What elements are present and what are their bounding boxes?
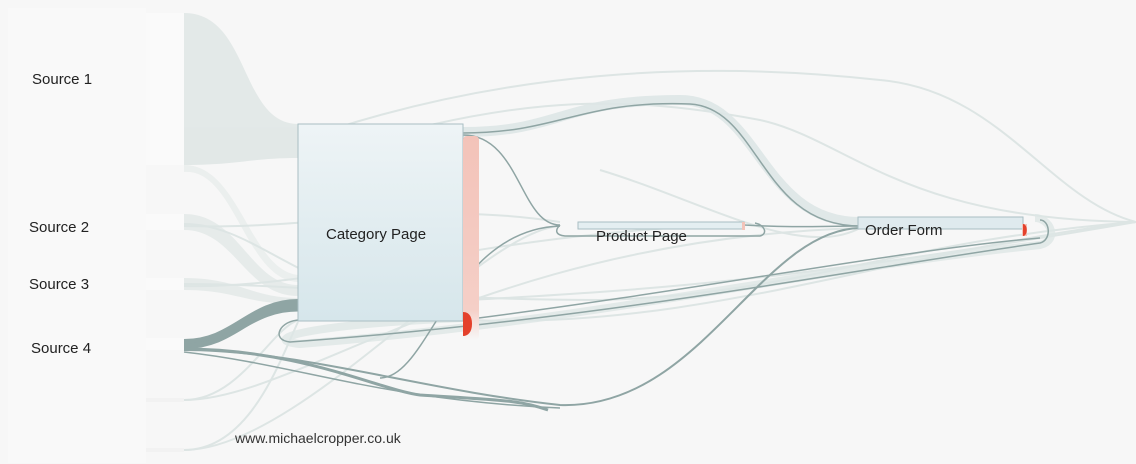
flow-category-order-band[interactable] [462, 94, 861, 227]
source-1-label: Source 1 [32, 71, 93, 88]
order-form-dropoff-marker [1023, 224, 1027, 236]
source-column [8, 8, 146, 463]
flow-source-1-category[interactable] [184, 13, 298, 165]
dark-flows [183, 102, 1049, 412]
category-page-dropoff[interactable] [463, 136, 479, 340]
source-flows [184, 13, 298, 304]
category-page-node[interactable] [297, 123, 464, 322]
product-page-dropoff [742, 222, 745, 230]
source-6-node[interactable] [146, 448, 184, 452]
source-1-node[interactable] [146, 13, 184, 165]
category-page-dropoff-marker [463, 312, 472, 336]
flow-source-2-category[interactable] [184, 214, 298, 296]
order-form-node[interactable] [857, 216, 1024, 230]
flow-source-1-lower[interactable] [184, 165, 298, 282]
source-2-node[interactable] [146, 214, 184, 230]
source-3-label: Source 3 [29, 276, 90, 293]
source-3-node[interactable] [146, 278, 184, 290]
category-page-label: Category Page [326, 226, 427, 243]
order-form-label: Order Form [865, 222, 943, 239]
source-4-node[interactable] [146, 338, 184, 350]
source-4-label: Source 4 [31, 340, 92, 357]
product-page-label: Product Page [596, 228, 687, 245]
watermark-text: www.michaelcropper.co.uk [235, 430, 401, 446]
source-2-label: Source 2 [29, 219, 90, 236]
source-5-node[interactable] [146, 398, 184, 402]
